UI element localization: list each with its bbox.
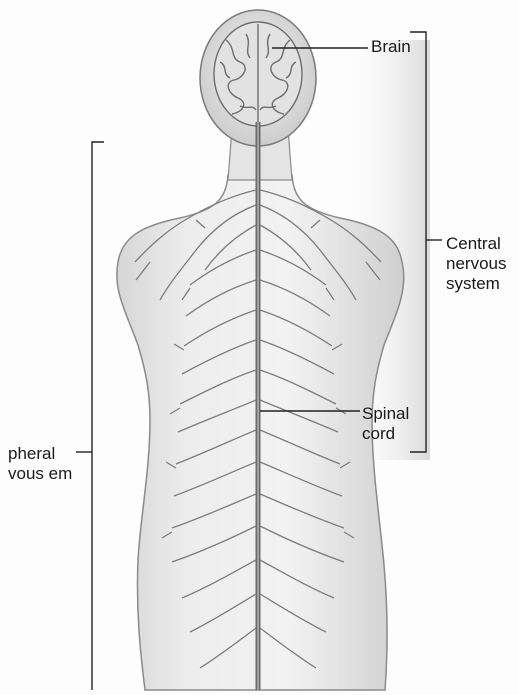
spinal-cord-label: Spinal cord [362, 404, 422, 444]
brain-illustration [214, 22, 302, 126]
peripheral-nervous-system-label: pheral vous em [8, 444, 88, 484]
brain-label: Brain [371, 37, 411, 57]
central-nervous-system-label: Central nervous system [446, 234, 518, 294]
